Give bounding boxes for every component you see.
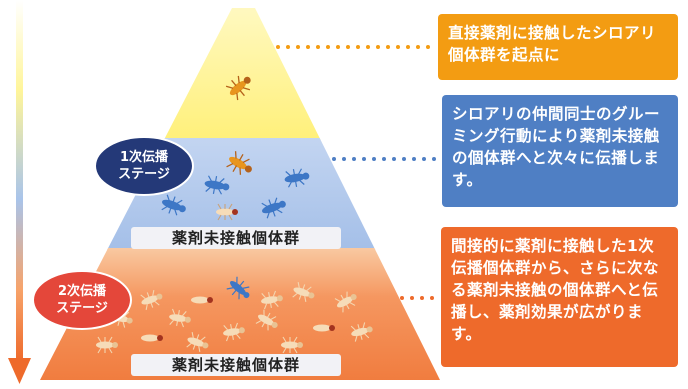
termite-icon [334, 291, 357, 313]
connector-dot [316, 45, 320, 49]
connector-dot [392, 157, 396, 161]
connector-dot [346, 45, 350, 49]
termite-icon [140, 289, 163, 311]
connector-dot [356, 45, 360, 49]
connector-dot [376, 45, 380, 49]
termite-icon [161, 194, 186, 216]
connector-dot [416, 45, 420, 49]
stage-badge-first: 1次伝播 ステージ [94, 136, 194, 196]
connector-dot [326, 45, 330, 49]
termite-icon [191, 296, 213, 304]
connector-dot [412, 157, 416, 161]
stage-badge-line: ステージ [56, 301, 108, 316]
connector-dot [306, 45, 310, 49]
termite-icon [186, 331, 209, 353]
connector-dot [426, 45, 430, 49]
termite-icon [261, 290, 283, 310]
connector-dot [402, 157, 406, 161]
termite-icon [141, 334, 163, 342]
termite-icon [223, 322, 245, 342]
connector-dot [342, 157, 346, 161]
connector-dot [386, 45, 390, 49]
stage-badge-line: 1次伝播 [119, 150, 169, 165]
connector-dot [410, 296, 414, 300]
connector-dots [400, 296, 434, 300]
callout-origin: 直接薬剤に接触したシロアリ個体群を起点に [438, 14, 678, 80]
connector-dot [366, 45, 370, 49]
callout-second-stage: 間接的に薬剤に接触した1次伝播個体群から、さらに次なる薬剤未接触の個体群へと伝播… [441, 227, 678, 367]
termite-icon [226, 151, 252, 175]
connector-dot [286, 45, 290, 49]
connector-dot [336, 45, 340, 49]
connector-dot [296, 45, 300, 49]
connector-dots [276, 45, 430, 49]
callout-first-stage: シロアリの仲間同士のグルーミング行動により薬剤未接触の個体群へと次々に伝播します… [442, 95, 678, 207]
connector-dot [406, 45, 410, 49]
termite-icon [226, 276, 250, 300]
uncontacted-group-label: 薬剤未接触個体群 [131, 354, 341, 376]
connector-dot [400, 296, 404, 300]
connector-dot [382, 157, 386, 161]
connector-dot [362, 157, 366, 161]
termite-icon [255, 309, 278, 331]
termite-icon [169, 308, 191, 328]
connector-dots [332, 157, 436, 161]
termite-icon [261, 197, 286, 219]
uncontacted-group-label: 薬剤未接触個体群 [131, 227, 341, 249]
termite-icon [225, 75, 251, 101]
termite-icon [204, 175, 230, 195]
connector-dot [332, 157, 336, 161]
connector-dot [372, 157, 376, 161]
connector-dot [432, 157, 436, 161]
connector-dot [420, 296, 424, 300]
termite-icon [281, 336, 303, 354]
termite-icon [96, 336, 118, 354]
stage-badge-second: 2次伝播 ステージ [32, 270, 132, 330]
termite-icon [292, 281, 315, 303]
termite-icon [216, 203, 238, 221]
stage-badge-line: ステージ [118, 167, 170, 182]
termite-icon [284, 168, 310, 188]
down-arrow-icon [8, 0, 31, 384]
connector-dot [352, 157, 356, 161]
connector-dot [422, 157, 426, 161]
connector-dot [430, 296, 434, 300]
connector-dot [276, 45, 280, 49]
connector-dot [396, 45, 400, 49]
termite-icon [350, 322, 373, 342]
stage-badge-line: 2次伝播 [57, 284, 107, 299]
termite-icon [313, 324, 335, 332]
